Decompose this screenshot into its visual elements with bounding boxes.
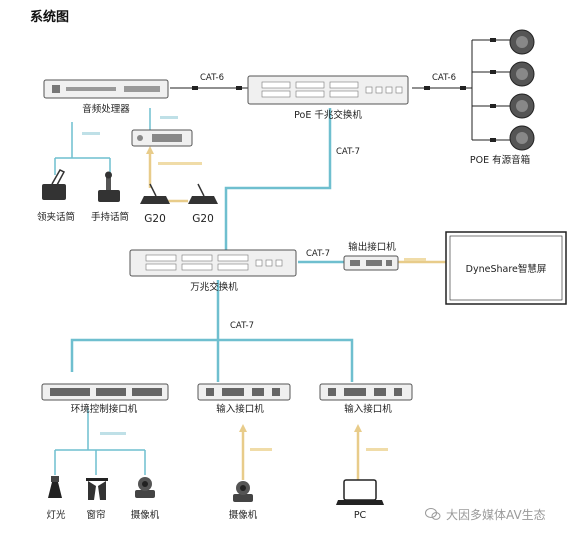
wechat-icon [425,508,441,520]
cable-poe-to-core [224,108,332,250]
handheld-mic-label: 手持话筒 [91,211,129,223]
core-switch-label: 万兆交换机 [190,281,238,293]
output-interface [343,255,399,271]
speaker-icon [509,61,535,87]
cable-core-bus [70,280,354,382]
cable-label-cat7-output: CAT-7 [306,249,330,259]
lapel-mic-icon [42,169,66,200]
lapel-mic-label: 领夹话筒 [37,211,75,223]
input-interface-2 [319,383,413,401]
camera-a-label: 摄像机 [131,509,160,521]
cable-label-cat7-bottom: CAT-7 [230,321,254,331]
camera-icon [135,477,155,498]
curtain-label: 窗帘 [86,509,105,521]
mic-receiver [131,129,193,147]
input-interface-1-label: 输入接口机 [216,403,264,415]
input-interface-2-label: 输入接口机 [344,403,392,415]
conference-mic-icon [140,183,170,204]
speaker-icon [509,29,535,55]
cable-label-cat6-left: CAT-6 [200,73,224,83]
curtain-icon [86,478,108,500]
laptop-icon [336,479,384,505]
display-label: DyneShare智慧屏 [466,263,547,275]
light-icon [48,476,62,498]
poe-switch-label: PoE 千兆交换机 [294,109,362,121]
env-control-interface [41,383,169,401]
input-interface-1 [197,383,291,401]
handheld-mic-icon [98,171,120,202]
g20-a-label: G20 [144,213,166,225]
cat7-cables [70,108,354,382]
page-title: 系统图 [30,10,70,25]
speaker-icon [509,125,535,151]
output-interface-label: 输出接口机 [348,241,396,253]
light-label: 灯光 [46,509,66,521]
audio-processor [43,79,169,99]
speaker-icon [509,93,535,119]
audio-processor-label: 音频处理器 [82,103,130,115]
camera-icon [233,481,253,502]
poe-speakers [509,29,535,151]
cable-label-cat6-right: CAT-6 [432,73,456,83]
poe-switch [247,75,409,105]
analog-cables [54,108,151,475]
cable-speaker-bus [471,39,510,141]
cable-label-cat7-top: CAT-7 [336,147,360,157]
camera-b-label: 摄像机 [229,509,258,521]
conference-mic-icon [188,183,218,204]
display-screen [445,231,567,305]
env-control-label: 环境控制接口机 [71,403,138,415]
pc-label: PC [354,510,367,521]
core-switch [129,249,297,277]
g20-b-label: G20 [192,213,214,225]
poe-speakers-label: POE 有源音箱 [470,154,530,166]
watermark: 大因多媒体AV生态 [446,508,546,522]
video-cables [148,150,446,480]
